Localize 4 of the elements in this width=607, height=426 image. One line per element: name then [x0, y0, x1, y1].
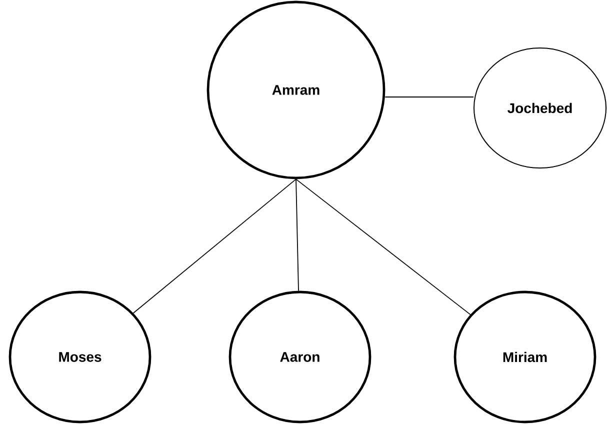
connector-line [296, 178, 299, 292]
connector-line [132, 178, 296, 314]
connector-line [384, 96, 474, 98]
connector-line [296, 178, 471, 316]
